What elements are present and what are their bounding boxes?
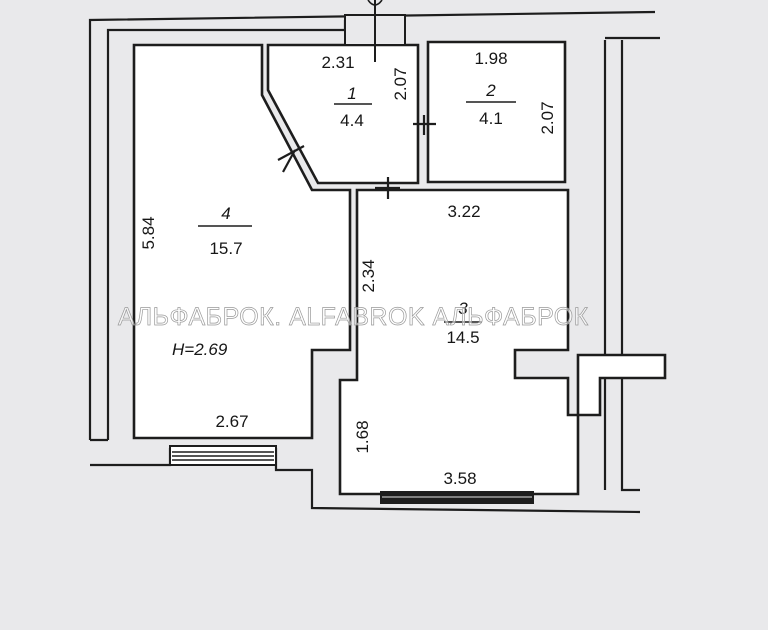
watermark: АЛЬФАБРОК. ALFABROK АЛЬФАБРОК [118, 303, 589, 331]
window-room-3 [380, 491, 534, 504]
wall-stub [576, 353, 667, 417]
window-room-4 [169, 445, 277, 466]
dim-r3-lower-wall: 1.68 [353, 420, 372, 453]
dim-r3-bottom: 3.58 [443, 469, 476, 488]
riser-icon [344, 0, 406, 62]
dim-r2-width: 1.98 [474, 49, 507, 68]
room-3-outline [338, 188, 580, 496]
room-3-area: 14.5 [446, 328, 479, 347]
room-2-outline [426, 40, 567, 184]
dim-r1-height: 2.07 [391, 67, 410, 100]
room-4-area: 15.7 [209, 239, 242, 258]
dim-r4-bottom: 2.67 [215, 412, 248, 431]
room-2-number: 2 [485, 81, 496, 100]
ceiling-height: H=2.69 [172, 340, 228, 359]
room-2-area: 4.1 [479, 109, 503, 128]
room-3-number: 3 [458, 299, 468, 318]
room-1-number: 1 [347, 84, 356, 103]
door-ticks [277, 115, 436, 199]
dim-r1-width: 2.31 [321, 53, 354, 72]
room-4-outline [132, 43, 352, 440]
dim-r2-height: 2.07 [538, 101, 557, 134]
dim-r3-left-wall: 2.34 [359, 259, 378, 292]
room-4-number: 4 [221, 204, 230, 223]
dim-r4-height: 5.84 [139, 216, 158, 249]
dim-r3-width: 3.22 [447, 202, 480, 221]
room-1-area: 4.4 [340, 111, 364, 130]
